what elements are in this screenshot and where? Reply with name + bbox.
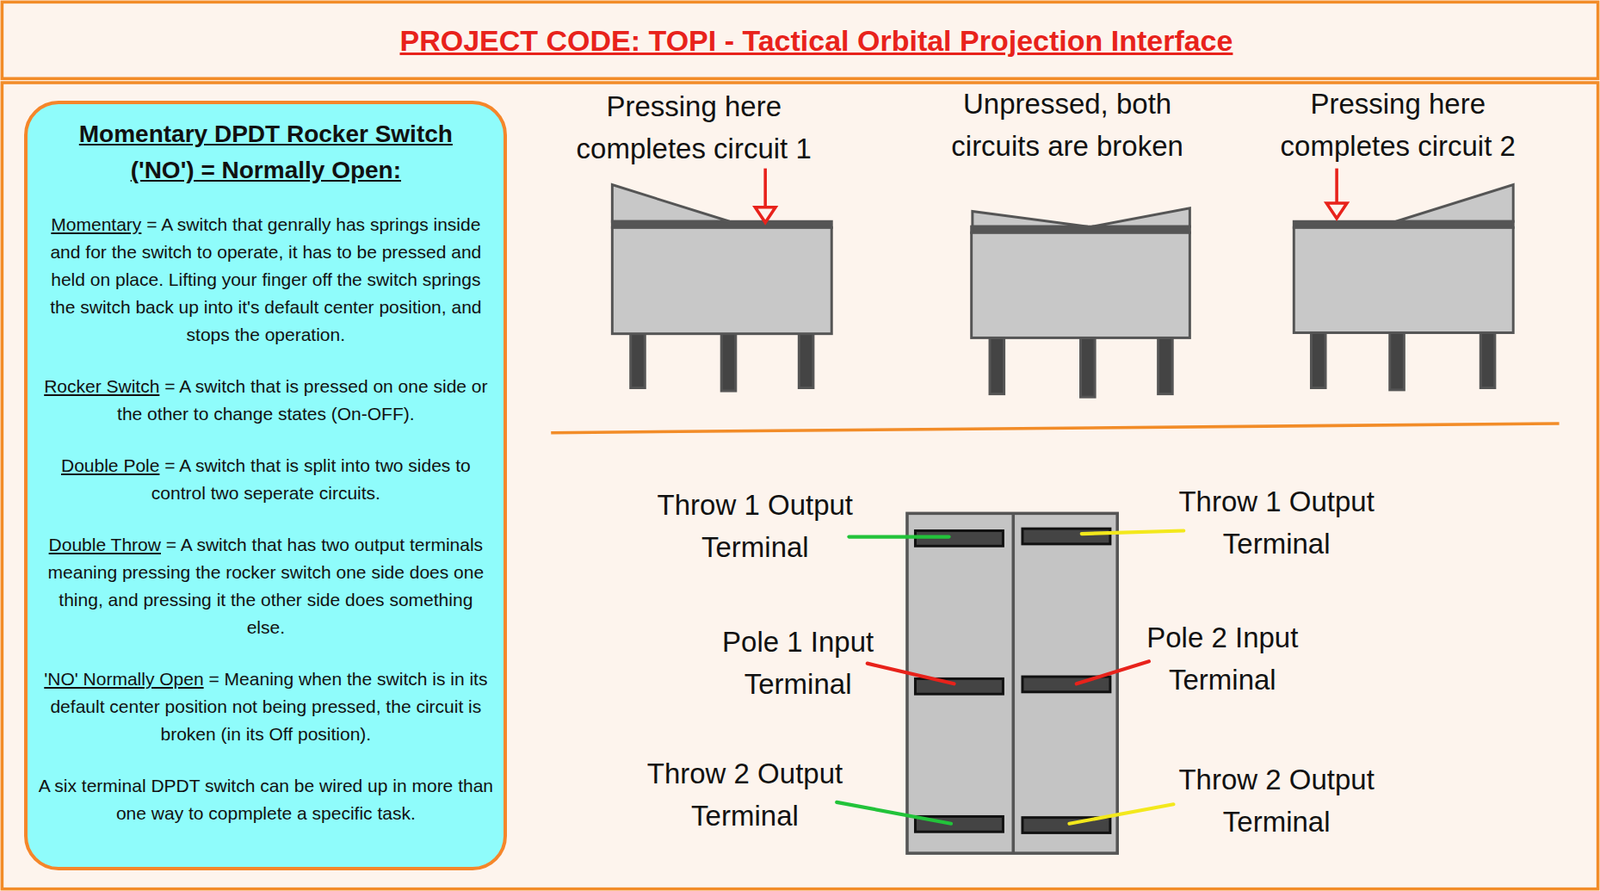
definition: A six terminal DPDT switch can be wired … [37,772,494,828]
definition-text: = A switch that is pressed on one side o… [117,376,488,424]
press-arrow [754,168,1347,223]
term: Double Pole [61,455,160,476]
definition: 'NO' Normally Open = Meaning when the sw… [37,665,494,748]
divider-line [550,423,1559,433]
terminal-label: Pole 1 Input Terminal [670,620,926,705]
terminal-label: Throw 2 Output Terminal [617,752,872,837]
switch-top-view [907,512,1118,853]
terminal-label: Pole 2 Input Terminal [1094,616,1350,701]
definition: Double Pole = A switch that is split int… [37,451,494,507]
note-text: A six terminal DPDT switch can be wired … [38,775,494,823]
title-frame [1,1,1598,79]
definition: Double Throw = A switch that has two out… [37,531,494,642]
rocker-switch-pressed-1 [611,185,832,391]
page-title: PROJECT CODE: TOPI - Tactical Orbital Pr… [399,24,1233,58]
leader-lines [836,530,1184,823]
panel-heading: Momentary DPDT Rocker Switch ('NO') = No… [50,116,482,189]
definition: Momentary = A switch that genrally has s… [37,210,494,349]
state-caption: Unpressed, both circuits are broken [919,82,1216,167]
definition: Rocker Switch = A switch that is pressed… [37,372,494,428]
rocker-switch-pressed-2 [1293,185,1514,390]
term: 'NO' Normally Open [43,668,204,689]
rocker-switch-center [971,208,1191,397]
terminal-label: Throw 1 Output Terminal [627,483,883,569]
term: Double Throw [49,534,161,555]
page-frame [1,82,1598,890]
state-caption: Pressing here completes circuit 1 [545,85,842,170]
state-caption: Pressing here completes circuit 2 [1249,82,1546,167]
term: Rocker Switch [43,376,160,396]
info-panel: Momentary DPDT Rocker Switch ('NO') = No… [24,100,507,871]
term: Momentary [50,214,142,235]
terminal-label: Throw 2 Output Terminal [1149,758,1404,843]
terminal-label: Throw 1 Output Terminal [1149,480,1404,565]
definition-text: = A switch that is split into two sides … [151,455,471,503]
